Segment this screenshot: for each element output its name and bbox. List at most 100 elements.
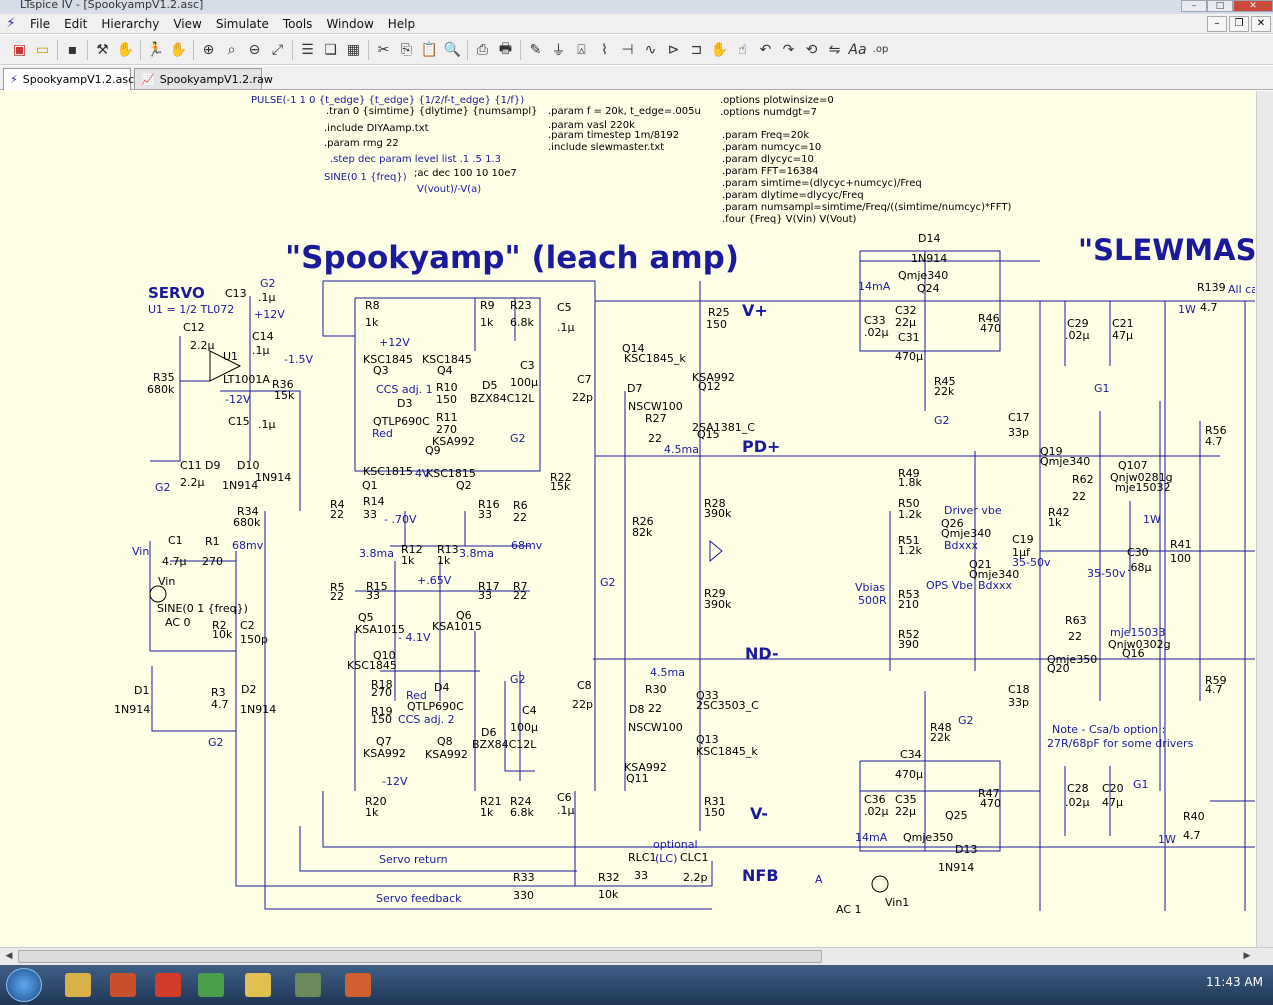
svg-text:1k: 1k <box>1048 516 1062 529</box>
svg-text:22: 22 <box>513 511 527 524</box>
resistor-icon[interactable]: ⌇ <box>601 41 608 58</box>
close-icon[interactable]: ✕ <box>1233 0 1273 12</box>
svg-text:C14: C14 <box>252 330 274 343</box>
app3-icon[interactable] <box>345 973 371 997</box>
undo-icon[interactable]: ↶ <box>759 41 772 58</box>
ltspice-taskbar-icon[interactable] <box>155 973 181 997</box>
svg-text:(LC): (LC) <box>655 852 677 865</box>
tab-waveform[interactable]: 📈 SpookyampV1.2.raw <box>134 68 273 89</box>
draw-wire-icon[interactable]: ✎ <box>529 41 542 58</box>
explorer-icon[interactable] <box>65 973 91 997</box>
redo-icon[interactable]: ↷ <box>782 41 795 58</box>
svg-text:22µ: 22µ <box>895 316 916 329</box>
start-button[interactable] <box>6 968 42 1002</box>
svg-text:NSCW100: NSCW100 <box>628 721 683 734</box>
menu-file[interactable]: File <box>30 16 51 31</box>
menu-edit[interactable]: Edit <box>64 16 88 31</box>
svg-text:33: 33 <box>366 589 380 602</box>
print-icon[interactable]: 🖶 <box>498 40 513 57</box>
control-panel-icon[interactable]: ⚒ <box>96 41 109 58</box>
halt-icon[interactable]: ✋ <box>169 41 188 58</box>
save-icon[interactable]: ▪ <box>67 41 78 58</box>
label-net-icon[interactable]: ⍓ <box>577 41 586 58</box>
menu-hierarchy[interactable]: Hierarchy <box>101 16 160 31</box>
text-icon[interactable]: Aa <box>848 41 867 58</box>
svg-text:14mA: 14mA <box>855 831 888 844</box>
find-icon[interactable]: 🔍 <box>443 41 462 58</box>
print-setup-icon[interactable]: ⎙ <box>476 41 489 58</box>
component-icon[interactable]: ⊐ <box>690 41 703 58</box>
open-folder-icon[interactable]: ▭ <box>35 41 50 58</box>
svg-text:Qmje340: Qmje340 <box>898 269 948 282</box>
folder-icon[interactable] <box>245 973 271 997</box>
svg-text:150p: 150p <box>240 633 268 646</box>
menu-window[interactable]: Window <box>326 16 374 31</box>
tile-horizontal-icon[interactable]: ☰ <box>301 41 314 58</box>
menu-help[interactable]: Help <box>387 16 416 31</box>
run-icon[interactable]: 🏃 <box>146 41 165 58</box>
schematic-icon: ⚡ <box>10 73 18 86</box>
maximize-icon[interactable]: □ <box>1207 0 1233 12</box>
ltspice-app-icon[interactable]: ⚡ <box>6 15 16 31</box>
zoom-pan-icon[interactable]: ⌕ <box>227 41 236 58</box>
svg-text:KSA992: KSA992 <box>363 747 406 760</box>
copy-icon[interactable]: ⎘ <box>400 41 413 58</box>
svg-text:.1µ: .1µ <box>557 804 575 817</box>
app2-icon[interactable] <box>295 973 321 997</box>
horizontal-scrollbar[interactable]: ◀ ▶ <box>0 947 1273 965</box>
doc-minimize-icon[interactable]: – <box>1207 16 1227 32</box>
svg-text:C19: C19 <box>1012 533 1034 546</box>
tab-schematic[interactable]: ⚡ SpookyampV1.2.asc <box>3 68 134 90</box>
svg-text:R22: R22 <box>550 471 572 484</box>
cascade-icon[interactable]: ❏ <box>324 41 337 58</box>
svg-text:R7: R7 <box>513 580 528 593</box>
svg-text:R34: R34 <box>237 505 259 518</box>
minimize-icon[interactable]: – <box>1181 0 1207 12</box>
svg-text:Vin: Vin <box>158 575 175 588</box>
svg-text:R28: R28 <box>704 497 726 510</box>
chrome-icon[interactable] <box>198 973 224 997</box>
menu-simulate[interactable]: Simulate <box>215 16 269 31</box>
tile-vertical-icon[interactable]: ▦ <box>346 41 361 58</box>
mirror-icon[interactable]: ⇋ <box>828 41 841 58</box>
svg-text:4.5ma: 4.5ma <box>650 666 685 679</box>
inductor-icon[interactable]: ∿ <box>644 41 657 58</box>
svg-text:KSA992: KSA992 <box>432 435 475 448</box>
svg-text:R45: R45 <box>934 375 956 388</box>
window-controls: – □ ✕ <box>1181 0 1273 12</box>
horizontal-scroll-thumb[interactable] <box>18 950 822 963</box>
svg-text:C6: C6 <box>557 791 572 804</box>
zoom-out-icon[interactable]: ⊖ <box>248 41 261 58</box>
svg-text:+12V: +12V <box>254 308 285 321</box>
doc-close-icon[interactable]: ✕ <box>1251 16 1271 32</box>
drag-icon[interactable]: ☝ <box>738 41 747 58</box>
svg-text:C3: C3 <box>520 359 535 372</box>
move-icon[interactable]: ✋ <box>710 41 729 58</box>
new-schematic-icon[interactable]: ▣ <box>12 41 27 58</box>
zoom-fit-icon[interactable]: ⤢ <box>271 41 284 58</box>
svg-text:R29: R29 <box>704 587 726 600</box>
menu-view[interactable]: View <box>173 16 202 31</box>
svg-text:270: 270 <box>436 423 457 436</box>
menu-tools[interactable]: Tools <box>282 16 313 31</box>
scroll-right-icon[interactable]: ▶ <box>1243 951 1251 961</box>
doc-restore-icon[interactable]: ❐ <box>1229 16 1249 32</box>
svg-text:SINE(0 1 {freq}): SINE(0 1 {freq}) <box>157 602 248 615</box>
hand-icon[interactable]: ✋ <box>116 41 135 58</box>
capacitor-icon[interactable]: ⊣ <box>621 41 634 58</box>
diode-icon[interactable]: ⊳ <box>667 41 680 58</box>
zoom-in-icon[interactable]: ⊕ <box>202 41 215 58</box>
rotate-icon[interactable]: ⟲ <box>805 41 818 58</box>
svg-text:Q20: Q20 <box>1047 662 1070 675</box>
svg-text:1N914: 1N914 <box>240 703 276 716</box>
app-icon[interactable] <box>110 973 136 997</box>
vertical-scrollbar[interactable] <box>1256 91 1273 947</box>
svg-text:4.7: 4.7 <box>1200 301 1218 314</box>
cut-icon[interactable]: ✂ <box>377 41 390 58</box>
ground-icon[interactable]: ⏚ <box>551 42 566 59</box>
scroll-left-icon[interactable]: ◀ <box>5 951 13 961</box>
spice-directive-icon[interactable]: .op <box>872 44 889 55</box>
paste-icon[interactable]: 📋 <box>420 41 439 58</box>
